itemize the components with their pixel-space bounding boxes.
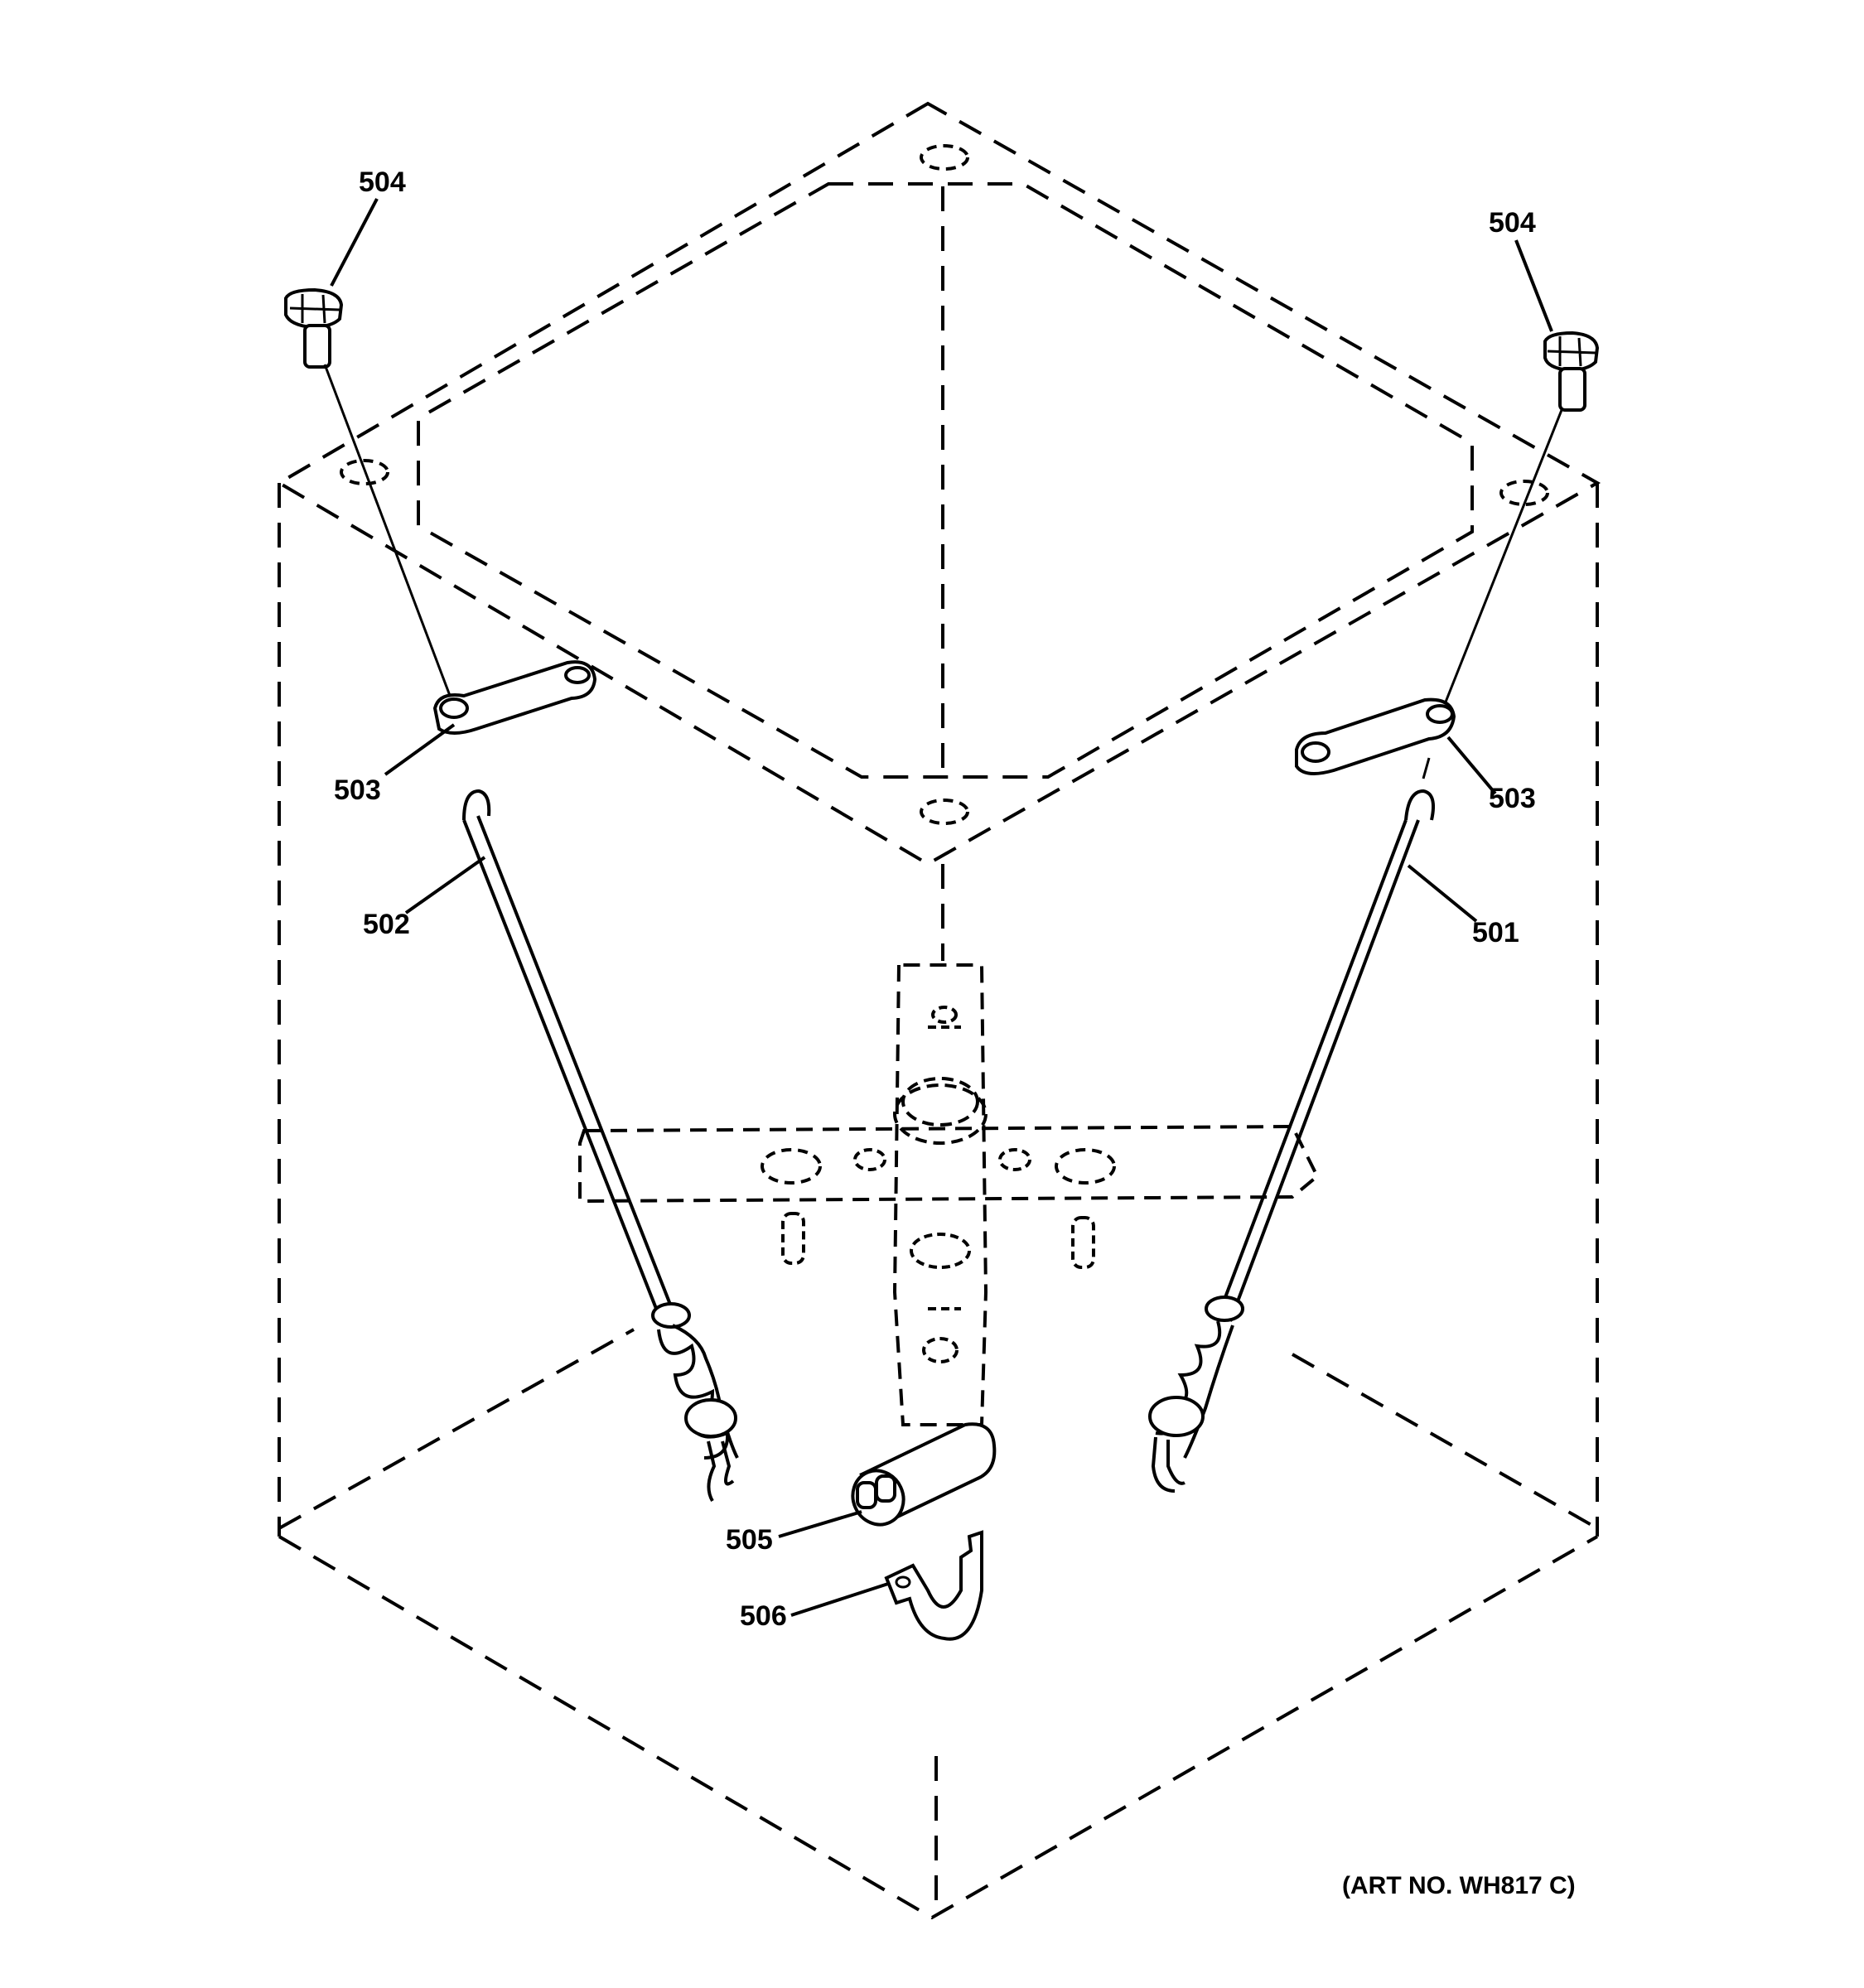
- bolt-504-right: [1441, 331, 1600, 709]
- art-number: (ART NO. WH817 C): [1342, 1872, 1576, 1899]
- bolt-504-left: [284, 287, 453, 701]
- callout-503-left: 503: [334, 774, 381, 806]
- capacitor-505: [851, 1422, 997, 1527]
- suspension-base: [578, 963, 1320, 1426]
- rod-501: [1148, 789, 1435, 1493]
- callout-501: 501: [1472, 917, 1519, 948]
- callout-505: 505: [726, 1524, 773, 1556]
- arm-503-left: [432, 660, 597, 735]
- callout-503-right: 503: [1489, 783, 1536, 814]
- callout-506: 506: [740, 1600, 787, 1632]
- rod-502: [462, 789, 739, 1503]
- callout-504-right: 504: [1489, 207, 1536, 239]
- arm-503-right: [1295, 697, 1456, 779]
- callout-504-left: 504: [359, 166, 406, 198]
- bracket-506: [884, 1530, 983, 1641]
- callout-502: 502: [363, 909, 410, 940]
- leader-lines: [330, 198, 1553, 1617]
- cabinet-outline: [276, 101, 1601, 1920]
